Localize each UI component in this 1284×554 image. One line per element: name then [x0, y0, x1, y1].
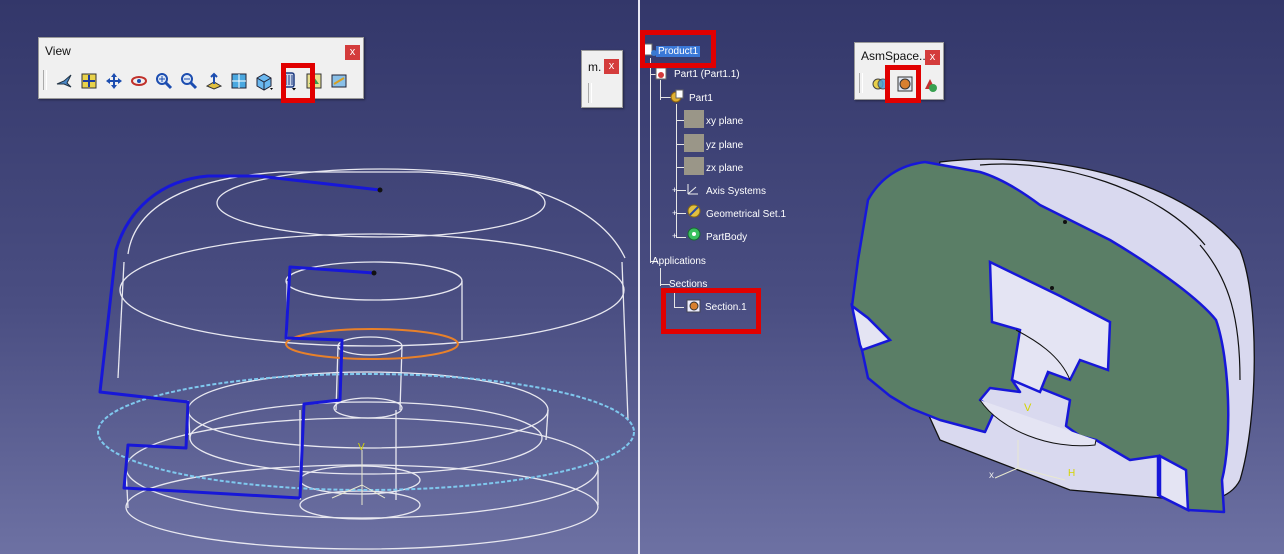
mini-toolbar-grip[interactable] — [588, 83, 592, 103]
sectioning-icon-highlight — [885, 65, 921, 103]
tree-line — [660, 97, 672, 98]
tree-line — [676, 120, 686, 121]
mini-toolbar[interactable]: m. x — [581, 50, 623, 108]
tree-line — [674, 290, 675, 308]
part-instance-icon — [654, 66, 670, 82]
tree-line — [650, 261, 658, 262]
tree-line — [660, 284, 670, 285]
sectioned-part-drawing — [850, 158, 1255, 514]
rotate-icon[interactable] — [127, 70, 150, 92]
tree-line — [676, 237, 686, 238]
view-toolbar[interactable]: View x — [38, 37, 364, 99]
tree-line — [676, 190, 686, 191]
axis-label-v-right: V — [1024, 402, 1032, 414]
asmspace-toolbar-title: AsmSpace... — [861, 49, 930, 63]
pan-icon[interactable] — [102, 70, 125, 92]
wireframe-part-drawing — [97, 168, 635, 550]
axis-label-h-right: H — [1068, 468, 1076, 479]
toolbar-grip[interactable] — [43, 70, 47, 90]
plane-icon — [684, 157, 704, 175]
swap-space-icon[interactable] — [327, 70, 350, 92]
right-3d-viewport[interactable]: V H x Product1 Part1 (Part1.1) — [640, 0, 1284, 554]
expand-plus-icon[interactable]: + — [672, 231, 678, 241]
axis-label-v-left: V — [358, 442, 365, 453]
tree-line — [676, 104, 677, 238]
mini-toolbar-title: m. — [588, 60, 602, 74]
part-gear-icon — [668, 89, 684, 105]
normal-view-icon[interactable] — [202, 70, 225, 92]
tree-line — [674, 307, 684, 308]
plane-icon — [684, 134, 704, 152]
section1-highlight — [661, 288, 761, 334]
shading-icon-highlight — [281, 63, 315, 103]
product1-highlight — [640, 30, 716, 68]
tree-line — [660, 80, 661, 100]
fit-all-icon[interactable] — [77, 70, 100, 92]
tree-line — [676, 213, 686, 214]
view-toolbar-title: View — [45, 44, 71, 58]
tree-line — [650, 74, 660, 75]
tree-line — [676, 167, 686, 168]
mini-toolbar-close-button[interactable]: x — [604, 59, 619, 74]
section-icon — [686, 298, 702, 314]
specification-tree[interactable]: Product1 Part1 (Part1.1) Part1 xy plane … — [640, 0, 880, 340]
tree-item-xy-plane[interactable]: xy plane — [706, 116, 744, 127]
sectioning-icon[interactable] — [893, 73, 916, 95]
asmspace-toolbar-close-button[interactable]: x — [925, 50, 940, 65]
tree-item-part1[interactable]: Part1 — [689, 93, 713, 104]
tree-item-section1[interactable]: Section.1 — [705, 302, 747, 313]
axis-label-x-right: x — [989, 470, 994, 481]
geometrical-set-icon — [686, 203, 702, 219]
expand-plus-icon[interactable]: + — [672, 208, 678, 218]
tree-item-yz-plane[interactable]: yz plane — [706, 140, 744, 151]
zoom-out-icon[interactable] — [177, 70, 200, 92]
asmspace-toolbar[interactable]: AsmSpace... x — [854, 42, 944, 100]
tree-item-axis-systems[interactable]: Axis Systems — [706, 186, 767, 197]
distance-icon[interactable] — [918, 73, 941, 95]
expand-plus-icon[interactable]: + — [672, 185, 678, 195]
iso-view-icon[interactable] — [252, 70, 275, 92]
toolbar-grip[interactable] — [859, 73, 863, 93]
tree-item-geometrical-set[interactable]: Geometrical Set.1 — [706, 209, 787, 220]
tree-item-part-body[interactable]: PartBody — [706, 232, 748, 243]
zoom-in-icon[interactable] — [152, 70, 175, 92]
tree-item-sections[interactable]: Sections — [669, 279, 708, 290]
viewport-divider[interactable] — [638, 0, 640, 554]
tree-item-zx-plane[interactable]: zx plane — [706, 163, 744, 174]
tree-item-product1[interactable]: Product1 — [656, 46, 701, 57]
tree-item-applications[interactable]: Applications — [652, 256, 706, 267]
part-body-icon — [686, 226, 702, 242]
left-3d-viewport[interactable]: V View x m. x — [0, 0, 638, 554]
tree-line-root — [650, 58, 651, 263]
tree-line — [676, 144, 686, 145]
plane-icon — [684, 110, 704, 128]
tree-item-part-instance[interactable]: Part1 (Part1.1) — [674, 69, 740, 80]
axis-system-icon — [684, 181, 700, 197]
tree-line — [660, 268, 661, 286]
fly-mode-icon[interactable] — [52, 70, 75, 92]
multi-view-icon[interactable] — [227, 70, 250, 92]
view-toolbar-close-button[interactable]: x — [345, 45, 360, 60]
